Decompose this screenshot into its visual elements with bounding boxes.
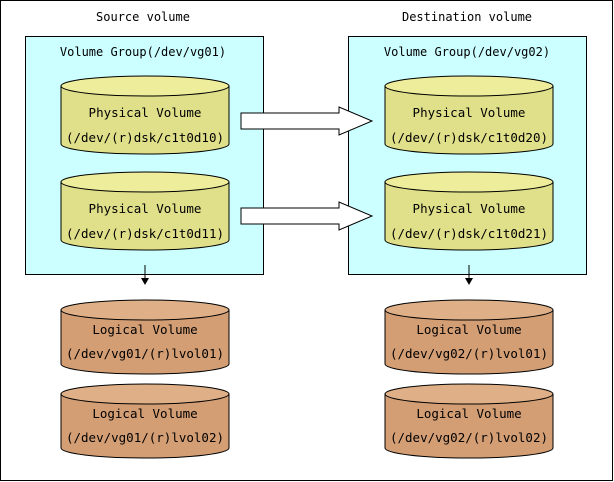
physical-volume-path: (/dev/(r)dsk/c1t0d21) <box>390 226 548 241</box>
physical-volume-title: Physical Volume <box>413 201 526 216</box>
cylinder-body <box>60 86 230 155</box>
cylinder-top <box>384 383 554 405</box>
cylinder-body <box>384 86 554 155</box>
physical-volume-path: (/dev/(r)dsk/c1t0d20) <box>390 130 548 145</box>
source-logical-volume-1: Logical Volume (/dev/vg01/(r)lvol01) <box>60 299 230 375</box>
destination-down-arrow <box>465 265 473 285</box>
cylinder-top <box>60 383 230 405</box>
logical-volume-title: Logical Volume <box>92 406 197 421</box>
source-physical-volume-2: Physical Volume (/dev/(r)dsk/c1t0d11) <box>60 171 230 251</box>
copy-arrow-1 <box>240 106 374 136</box>
logical-volume-title: Logical Volume <box>416 406 521 421</box>
source-volume-group-label: Volume Group(/dev/vg01) <box>60 45 226 59</box>
source-down-arrow <box>141 265 149 285</box>
cylinder-top <box>60 299 230 321</box>
cylinder-body <box>60 310 230 375</box>
cylinder-body <box>384 310 554 375</box>
logical-volume-path: (/dev/vg02/(r)lvol01) <box>390 346 548 361</box>
source-logical-volume-2: Logical Volume (/dev/vg01/(r)lvol02) <box>60 383 230 459</box>
cylinder-body <box>384 394 554 459</box>
destination-heading: Destination volume <box>402 10 532 24</box>
source-physical-volume-1: Physical Volume (/dev/(r)dsk/c1t0d10) <box>60 75 230 155</box>
logical-volume-title: Logical Volume <box>92 322 197 337</box>
cylinder-top <box>60 75 230 97</box>
cylinder-top <box>60 171 230 193</box>
cylinder-top <box>384 75 554 97</box>
destination-logical-volume-2: Logical Volume (/dev/vg02/(r)lvol02) <box>384 383 554 459</box>
destination-physical-volume-2: Physical Volume (/dev/(r)dsk/c1t0d21) <box>384 171 554 251</box>
physical-volume-title: Physical Volume <box>89 201 202 216</box>
logical-volume-path: (/dev/vg02/(r)lvol02) <box>390 430 548 445</box>
destination-logical-volume-1: Logical Volume (/dev/vg02/(r)lvol01) <box>384 299 554 375</box>
logical-volume-path: (/dev/vg01/(r)lvol01) <box>66 346 224 361</box>
copy-arrow-2 <box>240 201 374 231</box>
physical-volume-path: (/dev/(r)dsk/c1t0d11) <box>66 226 224 241</box>
cylinder-body <box>60 182 230 251</box>
cylinder-body <box>60 394 230 459</box>
destination-physical-volume-1: Physical Volume (/dev/(r)dsk/c1t0d20) <box>384 75 554 155</box>
logical-volume-title: Logical Volume <box>416 322 521 337</box>
physical-volume-title: Physical Volume <box>89 105 202 120</box>
cylinder-top <box>384 171 554 193</box>
destination-volume-group-label: Volume Group(/dev/vg02) <box>384 45 550 59</box>
cylinder-body <box>384 182 554 251</box>
physical-volume-title: Physical Volume <box>413 105 526 120</box>
physical-volume-path: (/dev/(r)dsk/c1t0d10) <box>66 130 224 145</box>
source-heading: Source volume <box>96 10 190 24</box>
logical-volume-path: (/dev/vg01/(r)lvol02) <box>66 430 224 445</box>
cylinder-top <box>384 299 554 321</box>
